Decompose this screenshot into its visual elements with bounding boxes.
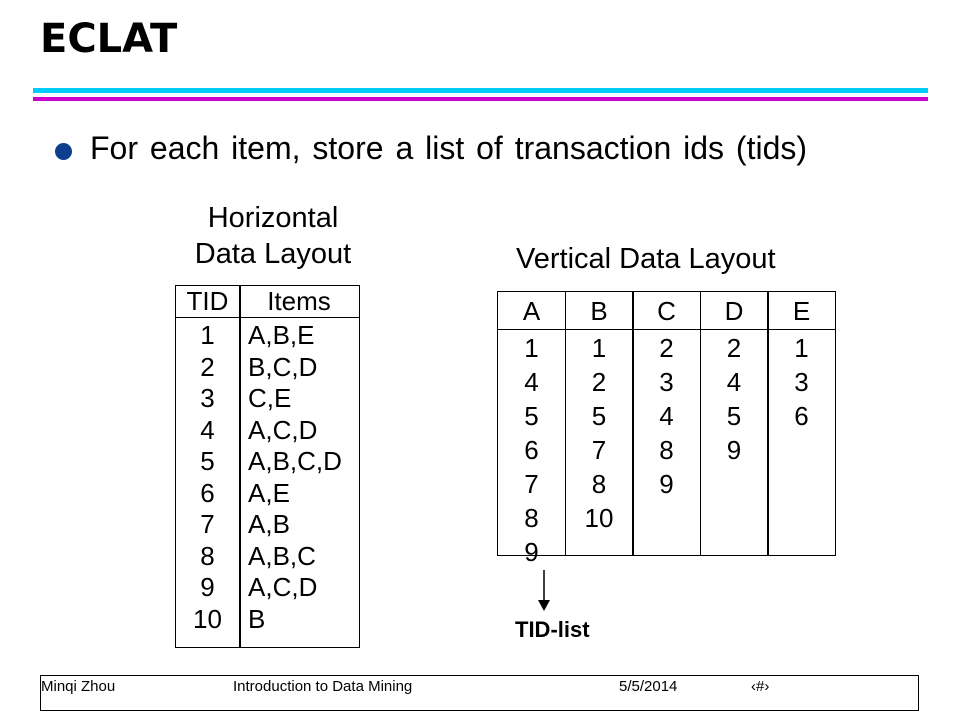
footer-page-number: ‹#› <box>751 678 770 695</box>
vertical-table-divider <box>767 292 769 555</box>
vertical-table-header: A B C D E <box>498 292 835 330</box>
footer-author: Minqi Zhou <box>41 678 116 695</box>
tid-cell: 6 <box>200 477 215 508</box>
tid-cell: 8 <box>524 503 539 533</box>
bullet-dot-icon <box>55 143 72 160</box>
footer-course: Introduction to Data Mining <box>233 678 413 695</box>
tid-cell: 4 <box>200 414 215 445</box>
tid-cell: 2 <box>200 351 215 382</box>
vertical-header-cell: C <box>657 296 676 326</box>
vertical-table-divider <box>699 292 701 555</box>
tid-cell: 1 <box>200 320 215 350</box>
tid-cell: 10 <box>584 503 614 533</box>
items-cell: A,B,E <box>248 320 315 350</box>
tid-cell: 1 <box>591 333 607 363</box>
tid-cell: 7 <box>200 509 215 539</box>
tid-cell: 6 <box>794 401 809 431</box>
items-cell: A,E <box>248 477 290 508</box>
tid-list-label: TID-list <box>515 617 590 642</box>
tid-cell: 4 <box>659 401 674 431</box>
footer-date: 5/5/2014 <box>619 678 678 695</box>
tid-cell: 6 <box>524 435 539 465</box>
slide-title: ECLAT <box>40 16 178 62</box>
tid-cell: 3 <box>200 383 215 413</box>
items-cell: A,B <box>248 509 290 539</box>
items-cell: A,B,C <box>248 540 316 571</box>
vertical-header-cell: B <box>590 296 608 326</box>
horizontal-table-header: TID Items <box>176 286 359 318</box>
horizontal-layout-caption: Horizontal Data Layout <box>180 200 366 272</box>
tid-cell: 9 <box>200 572 215 602</box>
horizontal-table-divider <box>239 286 241 647</box>
slide-footer: Minqi Zhou Introduction to Data Mining 5… <box>40 675 919 711</box>
vertical-table-divider <box>632 292 634 555</box>
items-cell: C,E <box>248 383 292 413</box>
bullet-text: For each item, store a list of transacti… <box>90 130 808 166</box>
tid-cell: 9 <box>726 435 742 465</box>
tid-cell: 5 <box>726 401 742 431</box>
tid-cell: 4 <box>726 367 742 397</box>
vertical-header-cell: D <box>724 296 744 326</box>
tid-cell: 8 <box>591 469 607 499</box>
tid-cell: 9 <box>659 469 674 499</box>
items-cell: A,B,C,D <box>248 446 342 476</box>
items-cell: A,C,D <box>248 572 318 602</box>
vertical-table-divider <box>564 292 566 555</box>
tid-cell: 10 <box>193 603 222 634</box>
horizontal-caption-line1: Horizontal <box>207 202 339 234</box>
tid-cell: 1 <box>794 333 809 363</box>
tid-cell: 7 <box>591 435 607 465</box>
tid-cell: 3 <box>659 367 674 397</box>
tid-cell: 5 <box>524 401 539 431</box>
vertical-layout-caption: Vertical Data Layout <box>516 243 776 275</box>
tid-cell: 2 <box>726 333 742 363</box>
vertical-header-cell: A <box>522 296 541 326</box>
vertical-header-cell: E <box>792 296 811 326</box>
items-cell: B,C,D <box>248 351 318 382</box>
tid-cell: 2 <box>659 333 674 363</box>
tid-cell: 5 <box>591 401 607 431</box>
items-cell: A,C,D <box>248 414 318 445</box>
tid-cell: 8 <box>200 540 215 571</box>
horizontal-caption-line2: Data Layout <box>194 238 352 270</box>
tid-cell: 8 <box>659 435 674 465</box>
tid-cell: 9 <box>524 537 539 567</box>
tid-cell: 1 <box>524 333 539 363</box>
tid-cell: 3 <box>794 367 809 397</box>
header-tid: TID <box>186 286 229 316</box>
arrow-down-icon <box>538 570 550 611</box>
tid-cell: 2 <box>591 367 607 397</box>
title-rule-cyan <box>33 88 928 93</box>
items-cell: B <box>248 603 266 634</box>
title-rule-magenta <box>33 97 928 101</box>
tid-cell: 4 <box>524 367 539 397</box>
header-items: Items <box>267 286 331 316</box>
tid-cell: 5 <box>200 446 215 476</box>
tid-cell: 7 <box>524 469 539 499</box>
